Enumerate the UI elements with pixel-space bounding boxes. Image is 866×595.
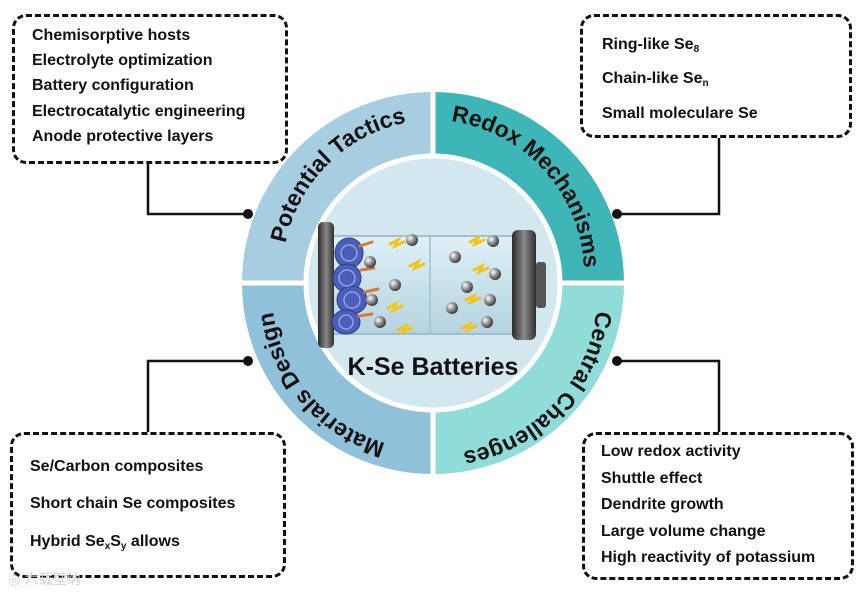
list-item: Small moleculare Se (602, 105, 758, 122)
box-potential-tactics: Chemisorptive hosts Electrolyte optimiza… (12, 14, 288, 164)
list-item: High reactivity of potassium (601, 549, 816, 566)
list-item: Anode protective layers (32, 128, 214, 145)
connector-lines (146, 138, 721, 432)
box-central-challenges: Low redox activity Shuttle effect Dendri… (582, 432, 854, 580)
box-redox-mechanisms: Ring-like Se8 Chain-like Sen Small molec… (580, 14, 852, 138)
list-item: Large volume change (601, 523, 766, 540)
list-item: Electrolyte optimization (32, 52, 213, 69)
list-item: Shuttle effect (601, 470, 703, 487)
box-materials-design: Se/Carbon composites Short chain Se comp… (10, 432, 286, 578)
list-item: Chemisorptive hosts (32, 27, 191, 44)
list-item: Chain-like Sen (602, 70, 709, 89)
list-item: Hybrid SexSy allows (30, 533, 180, 552)
list-item: Ring-like Se8 (602, 36, 700, 55)
connector-dots (243, 209, 622, 366)
watermark: ◎ 六载壁纳 (8, 572, 81, 588)
list-item: Dendrite growth (601, 496, 724, 513)
list-item: Low redox activity (601, 443, 741, 460)
battery-illustration (318, 222, 546, 348)
list-item: Battery configuration (32, 77, 194, 94)
list-item: Electrocatalytic engineering (32, 103, 246, 120)
list-item: Se/Carbon composites (30, 458, 204, 475)
center-title: K-Se Batteries (348, 353, 519, 381)
watermark-icon: ◎ (8, 572, 21, 588)
list-item: Short chain Se composites (30, 495, 236, 512)
